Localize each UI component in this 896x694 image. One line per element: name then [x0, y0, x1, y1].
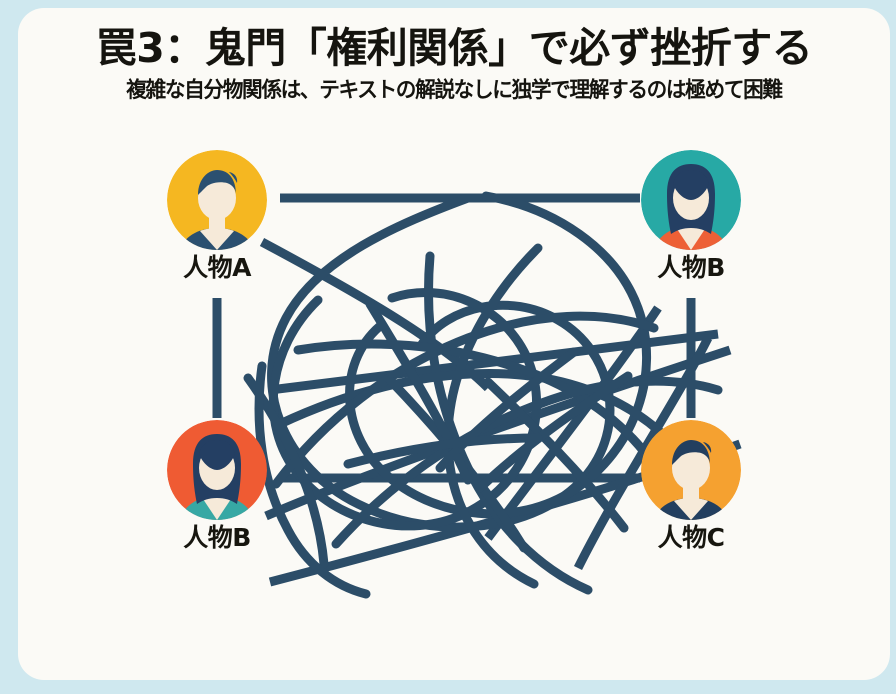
heading-block: 罠3：鬼門「権利関係」で必ず挫折する 複雑な自分物関係は、テキストの解説なしに独… [18, 22, 890, 106]
avatar [641, 420, 741, 520]
avatar [167, 150, 267, 250]
node-person-c[interactable]: 人物C [632, 420, 750, 554]
node-person-b-bottom[interactable]: 人物B [158, 420, 276, 554]
page-subtitle: 複雑な自分物関係は、テキストの解説なしに独学で理解するのは極めて困難 [126, 78, 783, 103]
avatar [641, 150, 741, 250]
node-label: 人物A [183, 253, 251, 282]
node-person-b-top[interactable]: 人物B [632, 150, 750, 284]
node-label: 人物B [183, 523, 251, 552]
node-person-a[interactable]: 人物A [158, 150, 276, 284]
node-label: 人物C [657, 523, 725, 552]
content-card: 罠3：鬼門「権利関係」で必ず挫折する 複雑な自分物関係は、テキストの解説なしに独… [18, 8, 890, 680]
diagram-stage: 人物A 人物B [18, 138, 890, 638]
tangled-lines-illustration [212, 191, 742, 599]
avatar [167, 420, 267, 520]
page-title: 罠3：鬼門「権利関係」で必ず挫折する [95, 24, 813, 72]
node-label: 人物B [657, 253, 725, 282]
